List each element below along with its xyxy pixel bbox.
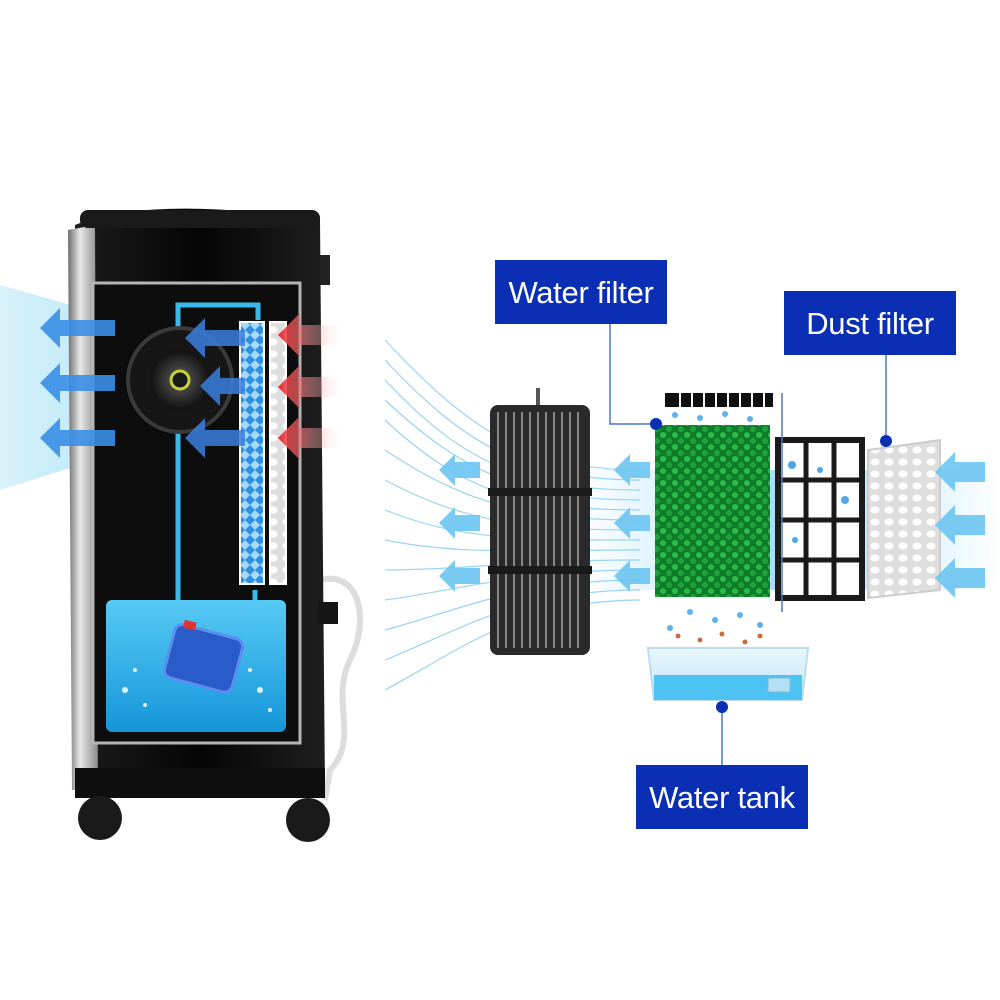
caster-right — [286, 798, 330, 842]
dust-filter-mesh — [868, 440, 940, 598]
caster-left — [78, 796, 122, 840]
warm-air-arrows — [278, 313, 345, 460]
mineral-particles — [676, 632, 763, 645]
rear-filter — [270, 322, 286, 584]
water-filter-component — [655, 393, 773, 645]
cooler-top-panel — [80, 210, 320, 228]
blower-wheel — [488, 388, 592, 655]
drain-valve — [318, 602, 338, 624]
cooler-base — [75, 768, 325, 798]
fan-center — [171, 371, 189, 389]
water-filter-label: Water filter — [495, 260, 667, 324]
side-vent — [320, 255, 330, 285]
dust-filter-frame — [778, 440, 862, 598]
cool-air-arrows — [40, 308, 115, 458]
water-tank-label: Water tank — [636, 765, 808, 829]
dust-filter-label: Dust filter — [784, 291, 956, 355]
air-cooler-unit — [0, 209, 360, 842]
cooling-pad — [240, 322, 264, 584]
water-tank-component — [648, 648, 808, 700]
